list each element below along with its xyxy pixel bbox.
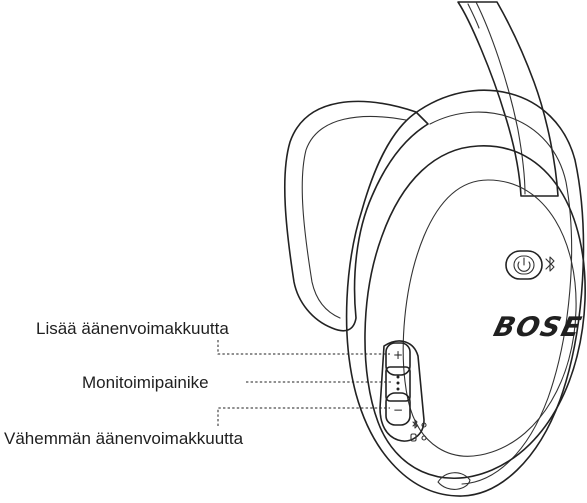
ear-cushion bbox=[347, 90, 584, 496]
status-indicators bbox=[411, 420, 426, 441]
power-icon bbox=[518, 258, 530, 271]
label-volume-up: Lisää äänenvoimakkuutta bbox=[36, 319, 229, 338]
label-volume-down: Vähemmän äänenvoimakkuutta bbox=[4, 429, 244, 448]
control-panel: + − bbox=[380, 341, 426, 441]
volume-down-symbol: − bbox=[393, 403, 403, 417]
label-multi-function: Monitoimipainike bbox=[82, 373, 209, 392]
headband-yoke bbox=[285, 101, 428, 330]
bluetooth-icon bbox=[546, 257, 554, 271]
headband bbox=[458, 2, 558, 196]
power-switch bbox=[506, 251, 554, 279]
brand-logo: BOSE bbox=[491, 312, 586, 343]
cable-port bbox=[438, 473, 470, 490]
volume-up-symbol: + bbox=[393, 348, 403, 362]
multi-function-dots bbox=[397, 376, 400, 391]
